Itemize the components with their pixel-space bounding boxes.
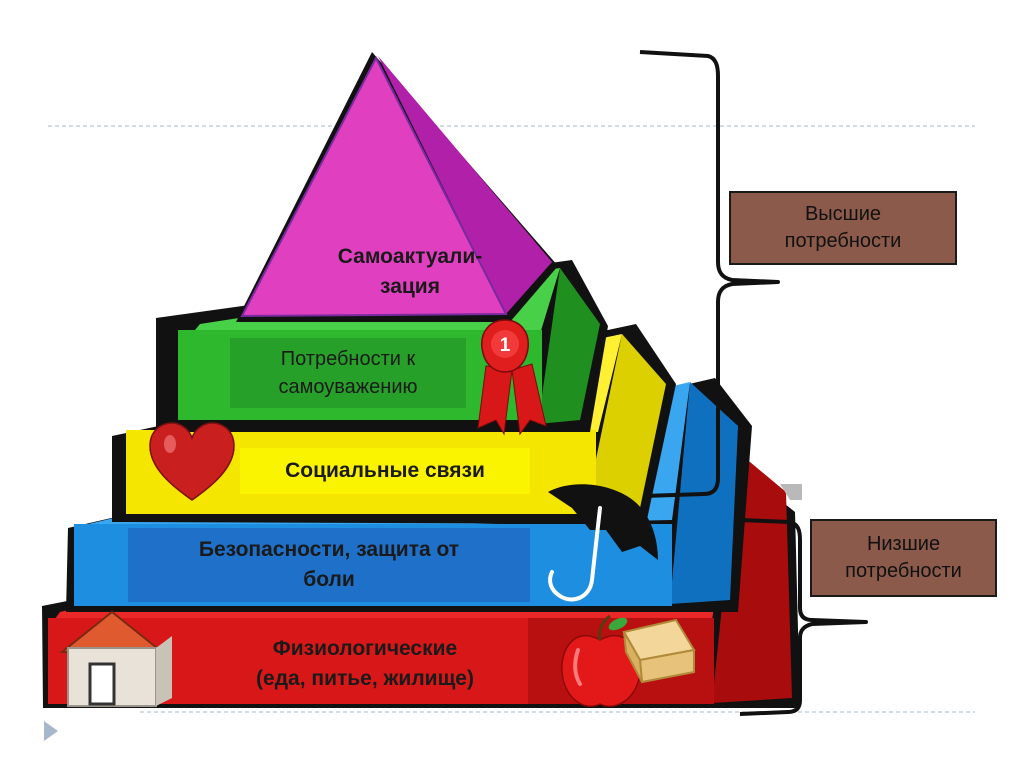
lower-brace bbox=[739, 518, 868, 716]
tier-social-label-bg bbox=[240, 448, 530, 494]
label-esteem-line1: Потребности к bbox=[280, 348, 416, 370]
tier-esteem-label-bg bbox=[230, 338, 466, 408]
label-social: Социальные связи bbox=[240, 448, 530, 494]
label-esteem-line2: самоуважению bbox=[278, 376, 418, 398]
label-physiological-line2: (еда, питье, жилище) bbox=[256, 667, 474, 690]
label-physiological: Физиологические (еда, питье, жилище) bbox=[200, 626, 530, 702]
tier-safety-label-bg bbox=[128, 528, 530, 602]
next-slide-arrow-icon[interactable] bbox=[44, 721, 58, 741]
lower-needs-line2: потребности bbox=[845, 560, 962, 582]
label-physiological-line1: Физиологические bbox=[272, 637, 458, 660]
lower-needs-line1: Низшие bbox=[866, 533, 941, 555]
upper-brace bbox=[639, 50, 780, 498]
label-social-text: Социальные связи bbox=[285, 459, 485, 482]
label-self-actualization: Самоактуали- зация bbox=[292, 240, 528, 304]
label-self-actualization-line1: Самоактуали- bbox=[337, 245, 483, 268]
higher-needs-line1: Высшие bbox=[804, 203, 882, 225]
tier-social-side bbox=[585, 334, 666, 512]
umbrella-icon bbox=[548, 484, 658, 602]
label-safety-line2: боли bbox=[303, 568, 355, 591]
award-number: 1 bbox=[500, 335, 511, 356]
tier-self-actualization bbox=[236, 52, 558, 322]
higher-needs-line2: потребности bbox=[784, 230, 902, 252]
label-safety-line1: Безопасности, защита от bbox=[198, 538, 460, 561]
lower-needs-box: Низшие потребности bbox=[810, 519, 997, 597]
apple-icon bbox=[561, 614, 641, 707]
label-esteem: Потребности к самоуважению bbox=[230, 338, 466, 408]
heart-icon bbox=[149, 422, 235, 501]
cheese-icon bbox=[622, 618, 696, 684]
tier-esteem-side bbox=[538, 268, 600, 424]
tier-self-actualization-front bbox=[240, 55, 508, 318]
house-icon bbox=[59, 610, 172, 707]
award-ribbon-icon bbox=[477, 319, 547, 436]
tier-self-actualization-side bbox=[378, 56, 552, 314]
label-safety: Безопасности, защита от боли bbox=[128, 530, 530, 600]
tier-physiological-stub bbox=[780, 484, 802, 500]
higher-needs-box: Высшие потребности bbox=[729, 191, 957, 265]
label-self-actualization-line2: зация bbox=[380, 275, 440, 298]
